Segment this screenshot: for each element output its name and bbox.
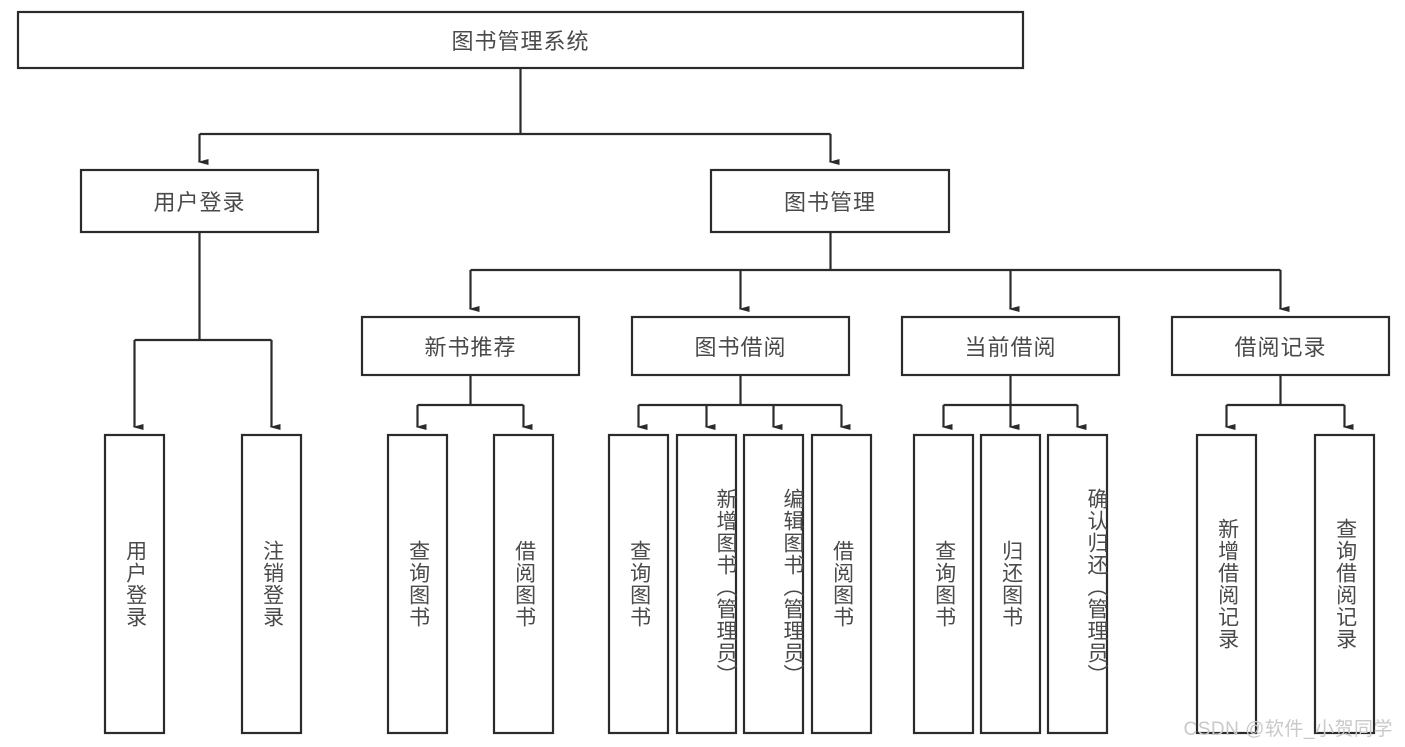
node-leaf-add-book[interactable]: [675, 433, 738, 735]
node-leaf-return-book[interactable]: [979, 433, 1042, 735]
node-book-manage[interactable]: [709, 168, 951, 234]
node-new-book-recommend[interactable]: [360, 315, 581, 377]
node-leaf-query-book-3[interactable]: [912, 433, 975, 735]
node-root[interactable]: [16, 10, 1025, 70]
node-leaf-borrow-book-2[interactable]: [810, 433, 873, 735]
node-leaf-logout-login[interactable]: [240, 433, 303, 735]
node-leaf-query-book-1[interactable]: [386, 433, 449, 735]
node-current-borrow[interactable]: [900, 315, 1121, 377]
node-leaf-user-login[interactable]: [103, 433, 166, 735]
node-leaf-borrow-book-1[interactable]: [492, 433, 555, 735]
node-borrow-record[interactable]: [1170, 315, 1391, 377]
node-leaf-query-book-2[interactable]: [607, 433, 670, 735]
node-leaf-query-record[interactable]: [1313, 433, 1376, 735]
node-leaf-add-record[interactable]: [1195, 433, 1258, 735]
node-leaf-edit-book[interactable]: [742, 433, 805, 735]
node-book-borrow[interactable]: [630, 315, 851, 377]
node-leaf-confirm-return[interactable]: [1046, 433, 1109, 735]
node-user-login[interactable]: [79, 168, 320, 234]
